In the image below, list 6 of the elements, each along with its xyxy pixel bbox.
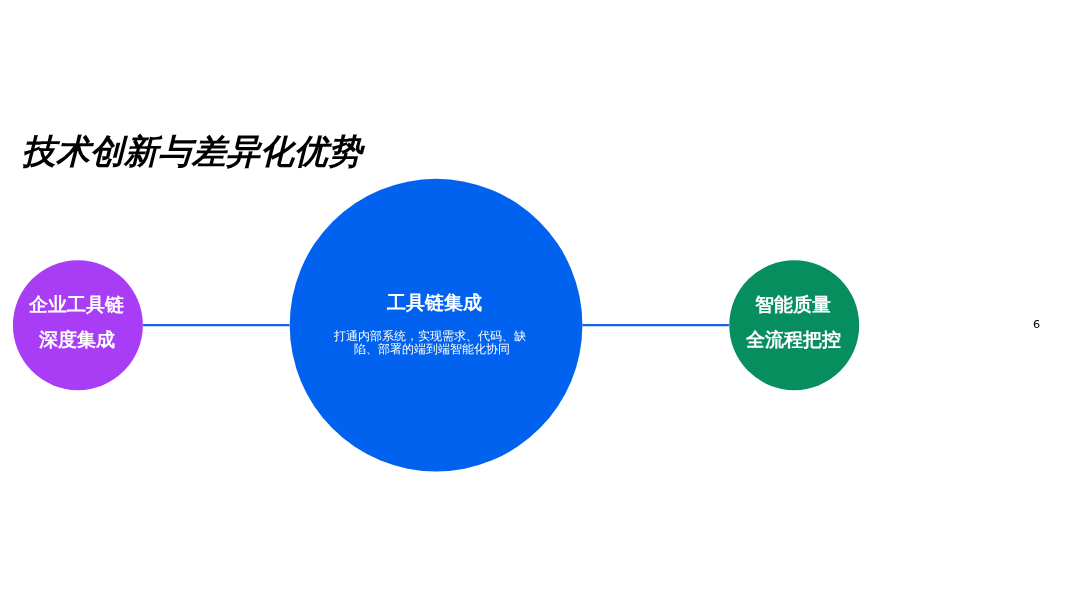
label: 6 [1032, 317, 1041, 331]
node-circle: 智能质量 全流程把控 [729, 259, 860, 390]
connector [582, 323, 729, 326]
connector [143, 323, 290, 326]
node-circle: 企业工具链 深度集成 [12, 259, 143, 390]
node-circle: 工具链集成 打通内部系统，实现需求、代码、缺陷、部署的端到端智能化协同 [289, 178, 583, 471]
